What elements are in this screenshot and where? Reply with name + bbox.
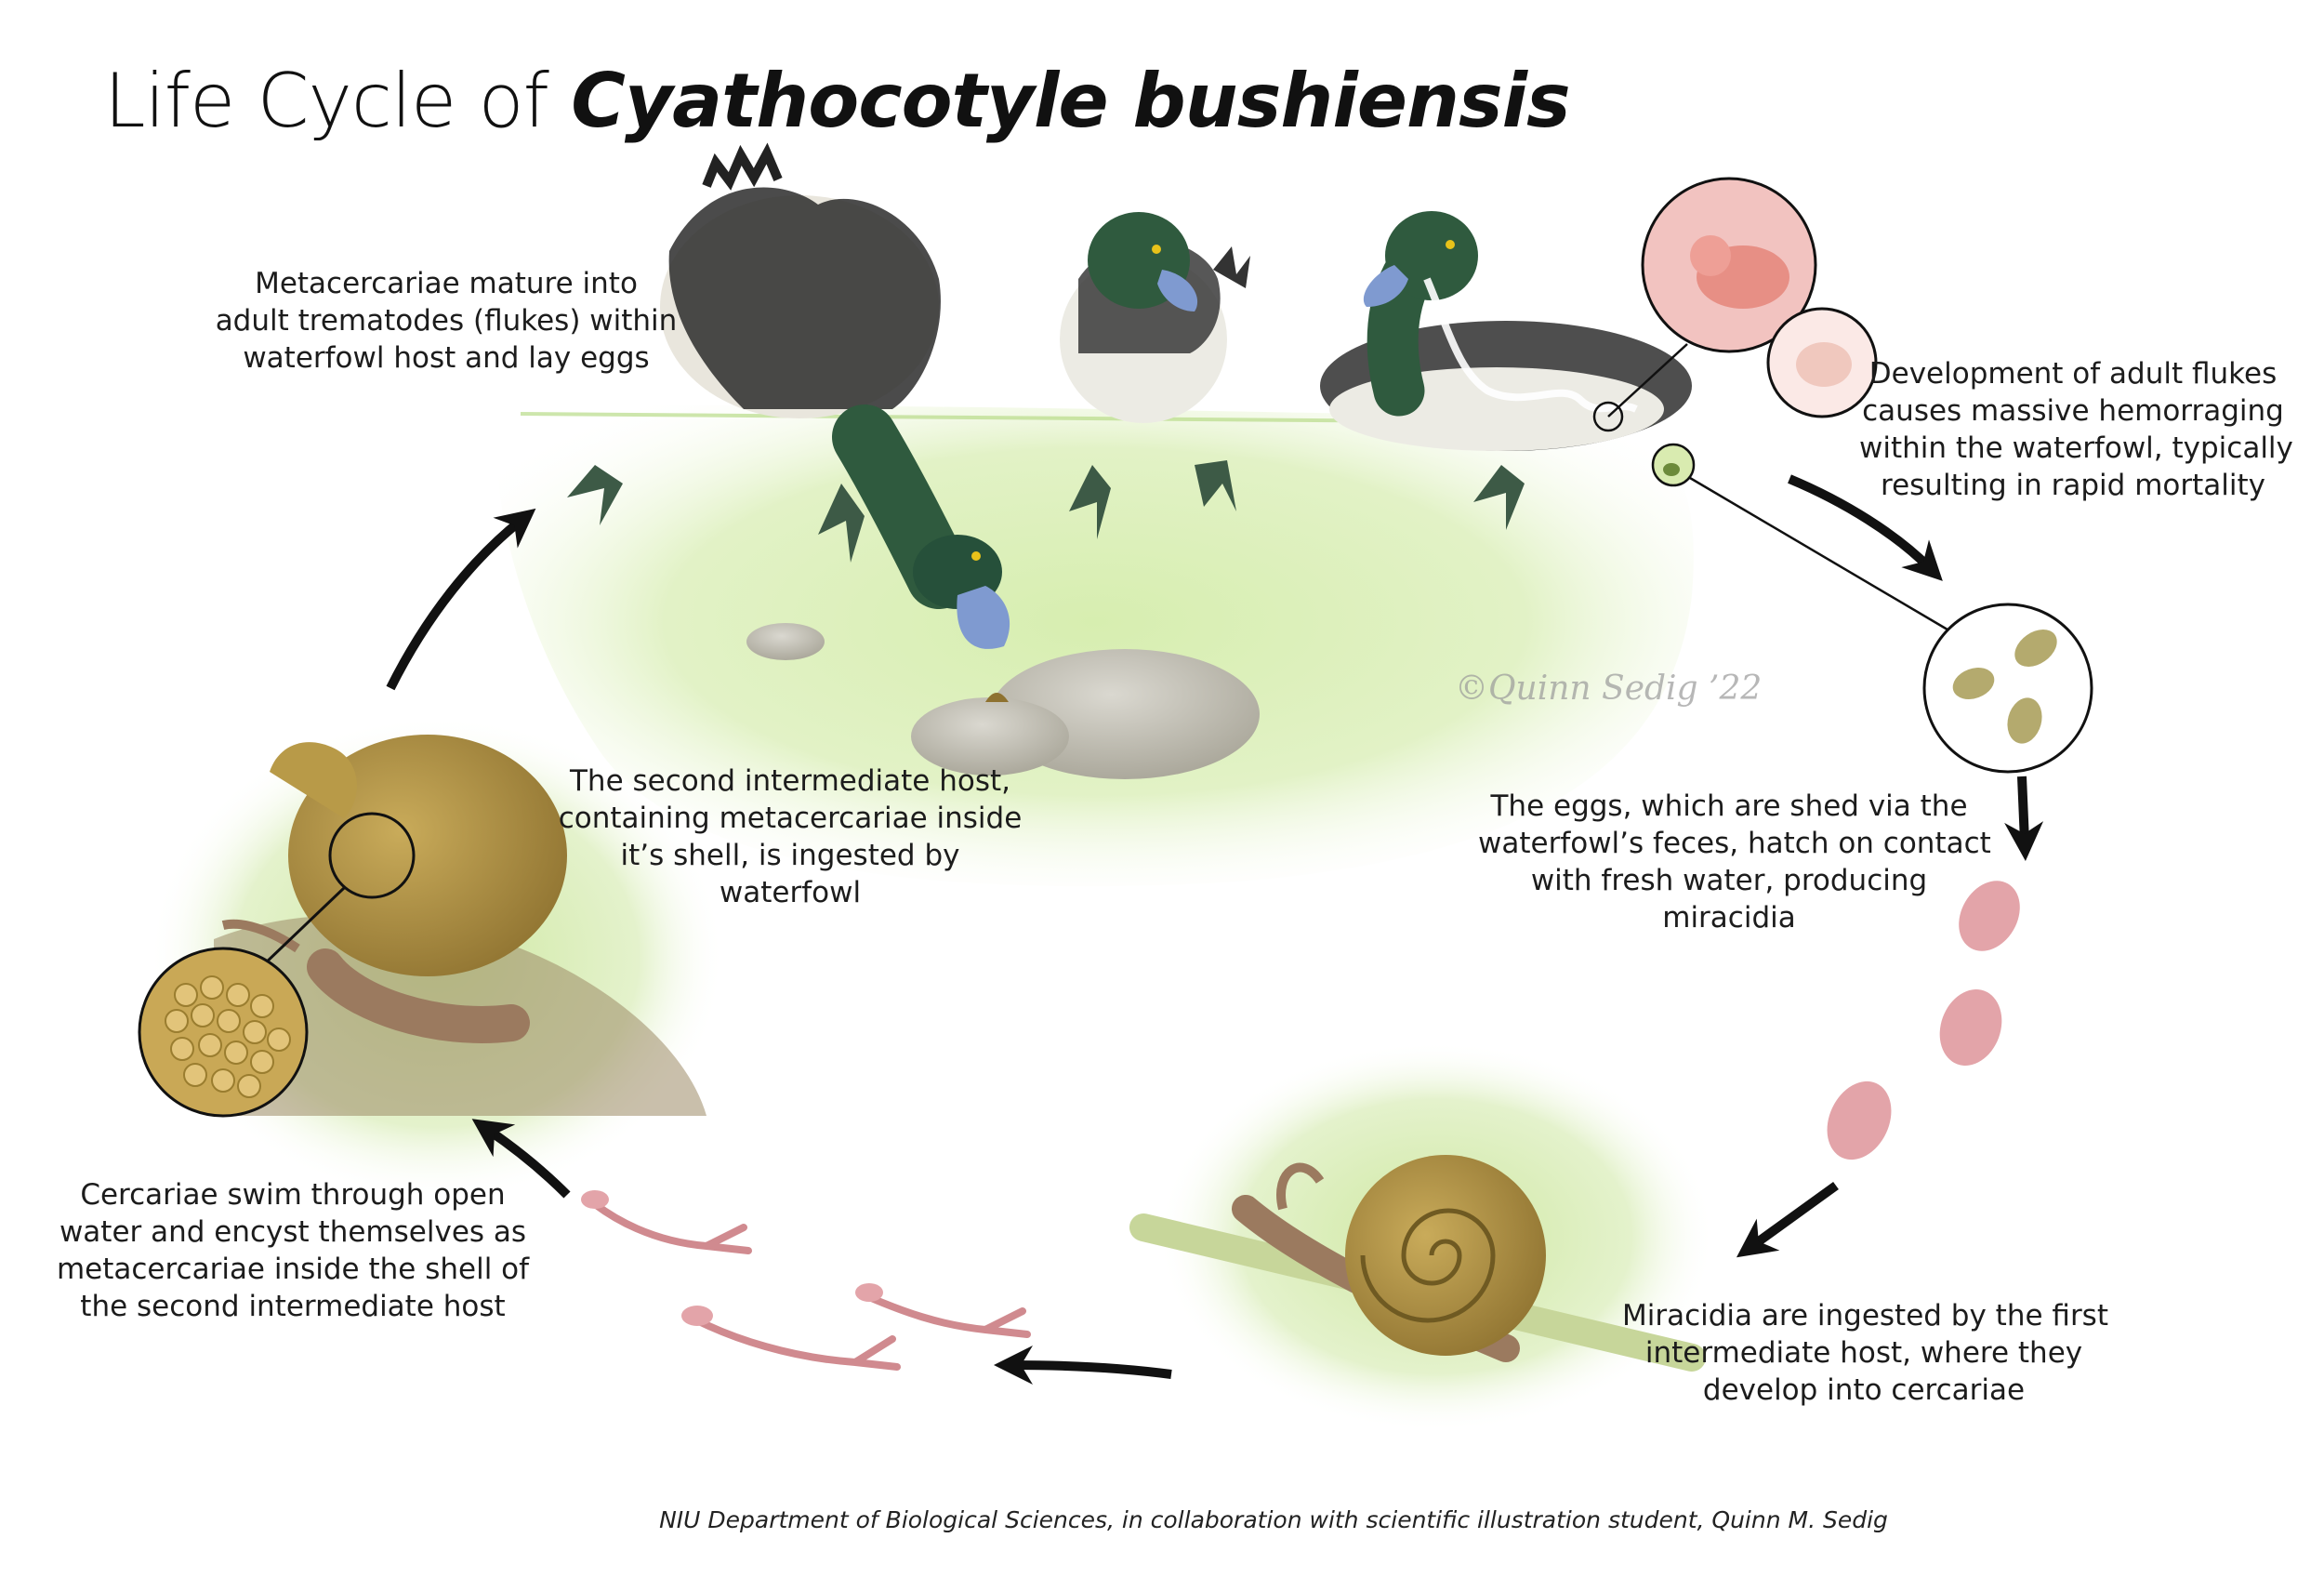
title-species: Cyathocotyle bushiensis xyxy=(571,58,1570,144)
eggs-inset xyxy=(1922,603,2093,774)
pond-scene: ©Quinn Sedig ’22 xyxy=(496,404,1762,887)
miracidium xyxy=(1939,989,2002,1066)
cycle-arrows xyxy=(386,474,2044,1385)
caption-line: Metacercariae mature into xyxy=(255,267,638,300)
caption-hemorrhage-stage: Development of adult flukes causes massi… xyxy=(1859,355,2293,504)
caption-line: metacercariae inside the shell of xyxy=(56,1253,530,1286)
caption-ingestion-stage: The second intermediate host, containing… xyxy=(558,762,1023,911)
caption-line: causes massive hemorraging xyxy=(1862,394,2284,428)
caption-adult-stage: Metacercariae mature into adult trematod… xyxy=(195,265,697,377)
caption-line: containing metacercariae inside xyxy=(558,802,1023,835)
stone-back xyxy=(746,623,825,660)
miracidium xyxy=(1827,1081,1892,1160)
page-title: Life Cycle of Cyathocotyle bushiensis xyxy=(104,58,1571,144)
caption-miracidia-stage: Miracidia are ingested by the first inte… xyxy=(1622,1297,2108,1409)
caption-eggs-stage: The eggs, which are shed via the waterfo… xyxy=(1478,788,1991,936)
stone-small xyxy=(911,697,1069,776)
caption-line: Cercariae swim through open xyxy=(80,1178,506,1212)
arrow-to-miracidia xyxy=(2004,776,2044,861)
tiny-snail xyxy=(985,693,1009,702)
duck-diving xyxy=(567,142,1010,649)
caption-line: it’s shell, is ingested by xyxy=(620,839,960,872)
caption-line: waterfowl’s feces, hatch on contact xyxy=(1478,827,1991,860)
flukes-inset xyxy=(1592,177,1878,432)
credit-line: NIU Department of Biological Sciences, i… xyxy=(0,1506,2324,1533)
metacercariae-callout xyxy=(328,812,416,899)
feces-inset xyxy=(1651,443,1953,634)
miracidium xyxy=(1959,881,2020,951)
first-host-snail xyxy=(1129,1041,1715,1432)
arrow-to-cercariae xyxy=(994,1346,1172,1385)
caption-line: adult trematodes (flukes) within xyxy=(215,304,678,338)
caption-line: waterfowl host and lay eggs xyxy=(243,341,650,375)
caption-line: Miracidia are ingested by the first xyxy=(1622,1299,2108,1332)
caption-line: with fresh water, producing xyxy=(1530,864,1928,897)
caption-line: waterfowl xyxy=(719,876,862,909)
cercariae-group xyxy=(581,1190,1031,1371)
cercaria xyxy=(591,1200,752,1254)
credit-text: NIU Department of Biological Sciences, i… xyxy=(659,1506,1888,1533)
cercaria xyxy=(865,1293,1031,1338)
arrow-to-eggs xyxy=(1788,474,1943,581)
pond-water xyxy=(496,404,1694,887)
arrow-to-first-host xyxy=(1736,1181,1839,1258)
egg xyxy=(2007,697,2042,744)
caption-line: water and encyst themselves as xyxy=(59,1215,527,1249)
caption-line: miracidia xyxy=(1662,901,1796,935)
egg xyxy=(2014,630,2057,667)
caption-line: Development of adult flukes xyxy=(1868,357,2278,391)
cercaria xyxy=(693,1317,901,1371)
caption-cercariae-stage: Cercariae swim through open water and en… xyxy=(51,1176,535,1325)
caption-line: The second intermediate host, xyxy=(569,764,1011,798)
arrow-to-second-host xyxy=(471,1119,571,1199)
arrow-to-waterfowl xyxy=(386,508,536,691)
caption-line: intermediate host, where they xyxy=(1644,1336,2083,1370)
caption-line: resulting in rapid mortality xyxy=(1881,469,2265,502)
caption-line: within the waterfowl, typically xyxy=(1859,431,2293,465)
duck-preening xyxy=(1060,212,1250,539)
second-host-snail xyxy=(138,716,725,1200)
caption-line: develop into cercariae xyxy=(1702,1373,2026,1407)
caption-line: the second intermediate host xyxy=(80,1290,506,1323)
egg xyxy=(1952,668,1995,699)
miracidia-group xyxy=(1827,881,2020,1160)
title-prefix: Life Cycle of xyxy=(104,58,549,144)
duck-infected xyxy=(1320,211,1692,530)
caption-line: The eggs, which are shed via the xyxy=(1490,789,1968,823)
artist-signature: ©Quinn Sedig ’22 xyxy=(1455,670,1762,708)
